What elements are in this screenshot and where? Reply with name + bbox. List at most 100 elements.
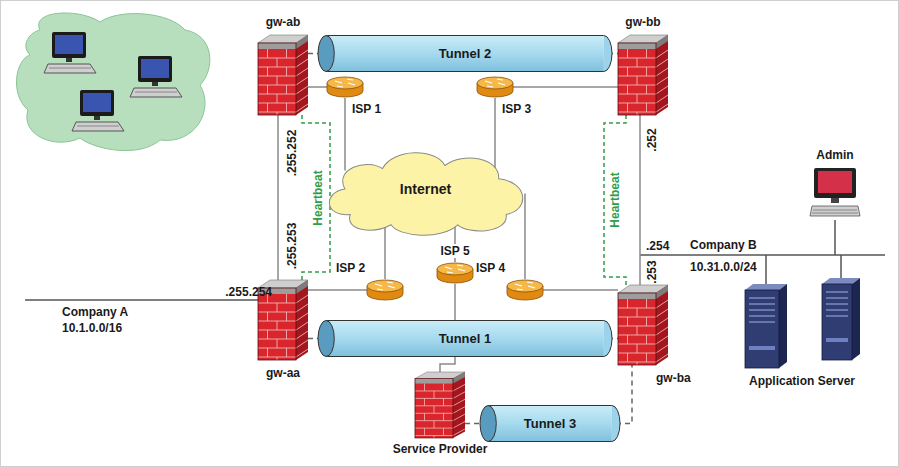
pipe-edge	[326, 71, 604, 72]
pipe-body	[326, 36, 604, 72]
network-label: Company A	[62, 305, 128, 319]
edge-label: Heartbeat	[311, 170, 325, 225]
firewall-icon-drawing	[618, 35, 668, 115]
label-holder: gw-ab	[266, 15, 301, 29]
router-top	[437, 263, 473, 275]
label-holder: 10.1.0.0/16	[62, 321, 122, 335]
label-holder: ISP 4	[476, 261, 505, 275]
label-holder: Application Server	[749, 374, 855, 388]
address-label: .255.253	[285, 223, 299, 270]
cloud-shape: Internet	[318, 143, 533, 235]
label-holder: Heartbeat	[311, 170, 325, 225]
node-label: ISP 3	[502, 102, 531, 116]
address-label: .255.254	[225, 285, 272, 299]
firewall-icon-drawing	[415, 372, 465, 438]
lan-drop	[765, 255, 767, 285]
node-label: Internet	[400, 182, 451, 196]
firewall-front	[618, 43, 656, 115]
node-label: Service Provider	[393, 442, 488, 456]
router-top	[477, 77, 513, 89]
label-holder: .252	[645, 128, 659, 151]
network-link	[494, 98, 496, 171]
router-icon-drawing	[437, 262, 473, 284]
node-label: gw-ba	[656, 371, 691, 385]
address-label: .254	[646, 239, 669, 253]
firewall-outline	[618, 293, 656, 365]
network-link	[308, 289, 367, 291]
network-link	[277, 115, 279, 280]
workstation-icon: Admin	[810, 168, 860, 220]
firewall-side	[656, 35, 668, 115]
node-label: gw-bb	[625, 15, 660, 29]
firewall-outline	[618, 43, 656, 115]
workstation-icon-drawing	[810, 168, 860, 220]
node-label: gw-aa	[266, 366, 300, 380]
screen	[818, 171, 852, 193]
label-holder: .255.252	[285, 130, 299, 177]
network-link	[308, 86, 327, 88]
router-top	[507, 280, 543, 292]
pipe-edge	[326, 35, 604, 36]
desktop-computer	[72, 90, 124, 131]
node-label: Application Server	[749, 374, 855, 388]
pipe-edge	[326, 320, 604, 321]
pipe-edge	[488, 441, 612, 442]
firewall-side	[453, 372, 465, 438]
heartbeat-link	[604, 115, 626, 285]
node-label: Tunnel 1	[439, 332, 491, 346]
firewall-icon: gw-ab	[258, 35, 308, 115]
label-holder: ISP 2	[336, 261, 365, 275]
label-holder: ISP 1	[352, 102, 381, 116]
firewall-icon: gw-bb	[618, 35, 668, 115]
label-holder: ISP 5	[438, 244, 471, 258]
firewall-side	[656, 285, 668, 365]
firewall-cap	[656, 35, 668, 49]
pipe-cap	[612, 406, 620, 442]
monitor	[814, 168, 856, 198]
node-label: ISP 4	[476, 261, 505, 275]
label-holder: ISP 3	[502, 102, 531, 116]
keyboard-keys	[812, 213, 858, 214]
keyboard	[810, 206, 860, 216]
router-arrows	[485, 79, 505, 87]
lan-drop	[834, 220, 836, 255]
firewall-cap	[296, 35, 308, 49]
pipe-cylinder: Tunnel 2	[318, 35, 612, 72]
router-arrows	[445, 265, 465, 273]
router-icon: ISP 4	[507, 279, 543, 301]
label-holder: .253	[645, 260, 659, 283]
pipe-edge	[326, 356, 604, 357]
network-link	[524, 194, 526, 279]
pipe-edge	[488, 405, 612, 406]
node-label: ISP 5	[438, 244, 471, 258]
network-link	[513, 86, 618, 88]
label-holder: .254	[646, 239, 669, 253]
router-arrows	[515, 282, 535, 290]
router-icon-drawing	[477, 76, 513, 98]
address-label: .252	[645, 128, 659, 151]
node-label: ISP 1	[352, 102, 381, 116]
firewall-front	[618, 293, 656, 365]
edge-label: Heartbeat	[608, 172, 622, 227]
server-tower-shape	[822, 278, 860, 360]
network-link	[344, 98, 346, 171]
firewall-cap	[656, 285, 668, 299]
pipe-body	[488, 406, 612, 442]
network-link	[639, 115, 641, 285]
heartbeat-link	[302, 115, 330, 280]
pipe-cylinder: Tunnel 3	[480, 405, 620, 442]
pipe-cylinder: Tunnel 1	[318, 320, 612, 357]
node-label: gw-ab	[266, 15, 301, 29]
node-label: Admin	[816, 148, 853, 162]
address-label: .255.252	[285, 130, 299, 177]
node-label: ISP 2	[336, 261, 365, 275]
firewall-cap	[618, 43, 656, 49]
label-holder: Company B	[690, 238, 757, 252]
router-icon-drawing	[327, 76, 363, 98]
monitor-stand	[831, 198, 839, 203]
firewall-cap	[296, 280, 308, 294]
server-tower-drawing	[740, 278, 865, 368]
node-label: Tunnel 3	[524, 417, 576, 431]
label-holder: 10.31.0.0/24	[690, 260, 757, 274]
